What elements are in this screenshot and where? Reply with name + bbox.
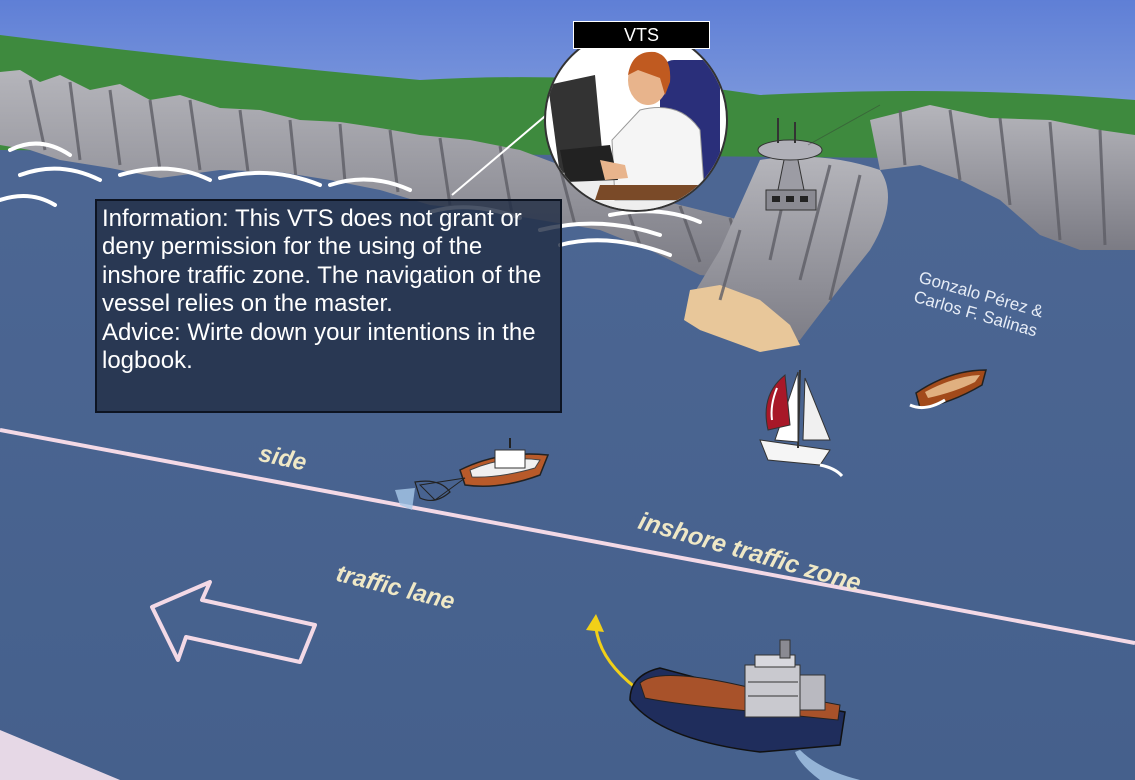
headland-streaks xyxy=(718,164,862,301)
sand-beach xyxy=(684,285,800,352)
turn-arrow-icon xyxy=(586,614,637,690)
vts-operator-avatar xyxy=(544,28,728,212)
right-cliffs xyxy=(870,105,1135,250)
speedboat-icon xyxy=(909,369,987,410)
information-panel: Information: This VTS does not grant or … xyxy=(95,199,562,413)
lane-boundary-line xyxy=(0,428,1135,645)
far-shore xyxy=(0,730,120,780)
radar-tower-icon xyxy=(757,104,881,211)
fishing-boat-icon xyxy=(395,438,550,510)
tanker-ship-icon xyxy=(629,639,860,780)
left-cliffs xyxy=(0,70,780,280)
direction-arrow-icon xyxy=(150,580,317,664)
sailboat-icon xyxy=(759,369,844,478)
vts-label: VTS xyxy=(573,21,710,49)
right-cliff-streaks xyxy=(898,109,1107,246)
